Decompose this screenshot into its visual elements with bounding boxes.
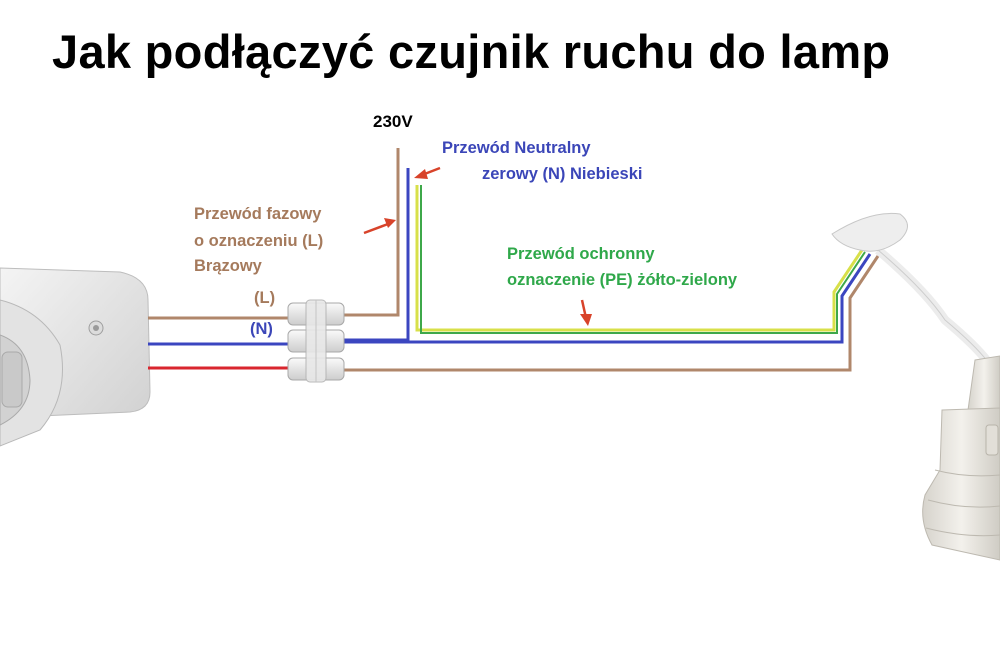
- supply-wires: [340, 148, 880, 372]
- neutral-label-line1: Przewód Neutralny: [442, 139, 591, 157]
- arrow-phase: [363, 222, 389, 235]
- annotation-arrows: [363, 166, 592, 326]
- phase-lamp-wire: [340, 255, 880, 372]
- phase-label-line3: Brązowy: [194, 257, 262, 275]
- connector-block-icon: [287, 299, 345, 383]
- neutral-supply-wire: [340, 168, 410, 342]
- pe-wire-green: [420, 185, 866, 334]
- phase-supply-wire: [340, 148, 400, 317]
- phase-label-line1: Przewód fazowy: [194, 205, 322, 223]
- voltage-label: 230V: [373, 112, 413, 131]
- neutral-label-line2: zerowy (N) Niebieski: [482, 165, 643, 183]
- terminal-label-l: (L): [254, 289, 276, 307]
- pe-label-line1: Przewód ochronny: [507, 245, 655, 263]
- pe-wire-yellow: [415, 185, 864, 332]
- neutral-lamp-wire: [340, 253, 872, 344]
- lamp-socket-icon: [831, 212, 1000, 561]
- page-title: Jak podłączyć czujnik ruchu do lamp: [52, 25, 891, 78]
- terminal-label-n: (N): [250, 320, 273, 338]
- phase-label-line2: o oznaczeniu (L): [194, 232, 324, 250]
- sensor-wires: [148, 316, 292, 370]
- pe-label-line2: oznaczenie (PE) żółto-zielony: [507, 271, 738, 289]
- motion-sensor-icon: [0, 267, 151, 447]
